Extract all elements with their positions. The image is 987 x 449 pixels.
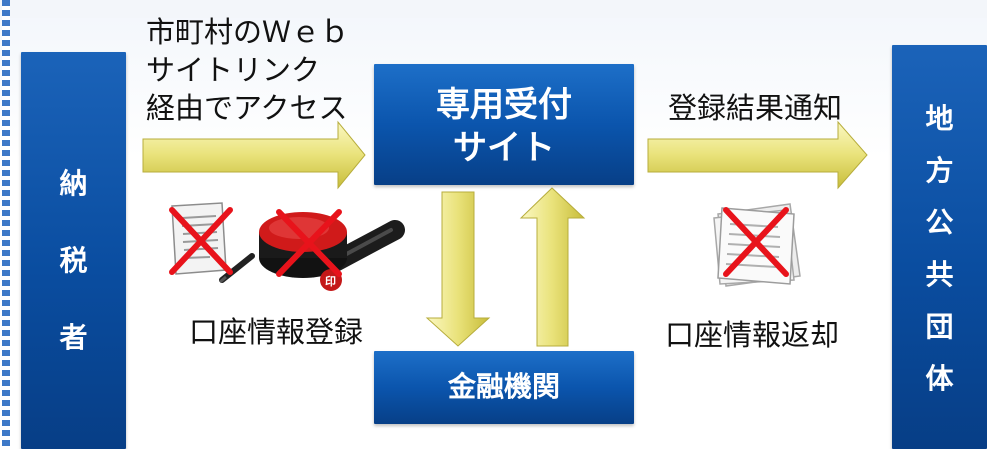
access-caption-line3: 経由でアクセス xyxy=(146,91,348,125)
taxpayer-char: 税 xyxy=(59,244,88,277)
financial-institution-box: 金融機関 xyxy=(374,351,634,424)
financial-institution-label: 金融機関 xyxy=(447,370,560,403)
access-caption-line1: 市町村のＷｅｂ xyxy=(146,15,350,49)
taxpayer-box: 納 税 者 xyxy=(21,52,126,449)
up-arrow xyxy=(519,187,586,347)
local-government-label: 地 方 公 共 団 体 xyxy=(892,105,987,393)
reception-site-title: 専用受付 xyxy=(436,85,572,125)
access-caption-line2: サイトリンク xyxy=(146,53,321,87)
access-arrow xyxy=(142,120,366,190)
taxpayer-label: 納 税 者 xyxy=(21,170,126,352)
account-register-caption: 口座情報登録 xyxy=(189,315,364,349)
papers-crossed-icon xyxy=(713,203,801,287)
reception-site-box: 専用受付 サイト xyxy=(374,64,634,185)
local-government-box: 地 方 公 共 団 体 xyxy=(892,45,987,449)
header-band xyxy=(10,0,987,18)
dotted-border xyxy=(2,0,10,449)
taxpayer-char: 納 xyxy=(59,167,88,200)
local-government-char: 共 xyxy=(925,258,954,291)
account-return-caption: 口座情報返却 xyxy=(665,318,840,352)
document-crossed-icon xyxy=(169,202,255,284)
notify-arrow xyxy=(647,120,868,190)
reception-site-subtitle: サイト xyxy=(453,128,555,168)
local-government-char: 団 xyxy=(925,310,954,343)
taxpayer-char: 者 xyxy=(59,321,88,354)
down-arrow xyxy=(425,191,491,347)
local-government-char: 方 xyxy=(925,154,954,187)
svg-text:印: 印 xyxy=(325,275,336,288)
result-notify-caption: 登録結果通知 xyxy=(668,91,843,125)
seal-crossed-icon: 印 xyxy=(259,209,405,291)
local-government-char: 地 xyxy=(925,102,954,135)
local-government-char: 公 xyxy=(925,206,954,239)
local-government-char: 体 xyxy=(925,362,954,395)
